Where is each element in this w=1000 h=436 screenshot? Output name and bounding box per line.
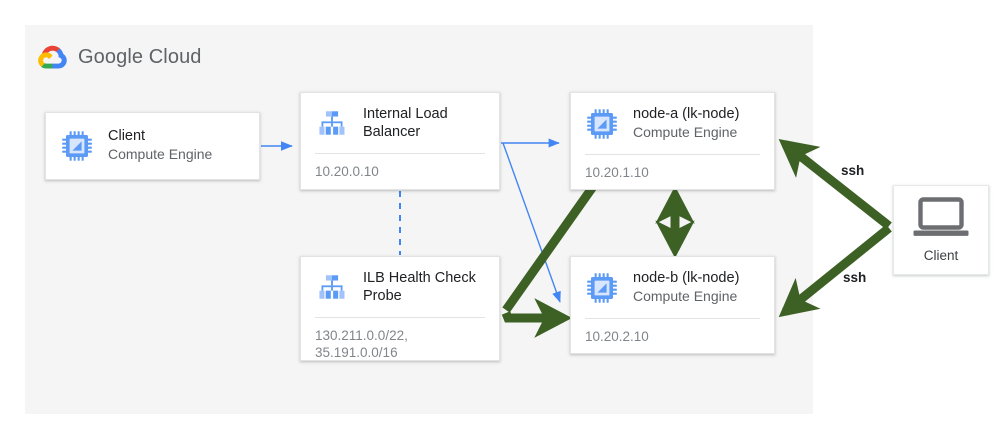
ssh-label-node-a: ssh [841, 163, 865, 178]
card-title: ILB Health Check Probe [363, 270, 476, 304]
node-card-node-a[interactable]: node-a (lk-node) Compute Engine 10.20.1.… [570, 92, 775, 190]
card-ip-address: 10.20.1.10 [585, 165, 649, 180]
card-labels: ILB Health Check Probe [363, 269, 476, 305]
card-labels: Internal Load Balancer [363, 105, 448, 141]
card-subtitle: Compute Engine [108, 146, 213, 162]
brand-word-google: Google [78, 45, 144, 68]
card-header: Client Compute Engine [46, 113, 259, 178]
card-subtitle: Compute Engine [633, 124, 738, 140]
compute-engine-chip-icon [60, 129, 94, 163]
card-ip-ranges: 130.211.0.0/22, 35.191.0.0/16 [315, 328, 408, 360]
card-divider [315, 153, 485, 154]
load-balancer-icon [315, 106, 349, 140]
card-header: node-a (lk-node) Compute Engine [571, 93, 774, 154]
card-ip-address: 10.20.2.10 [585, 329, 649, 344]
card-header: node-b (lk-node) Compute Engine [571, 257, 774, 318]
node-card-ilb-health-check-probe[interactable]: ILB Health Check Probe 130.211.0.0/22, 3… [300, 256, 500, 361]
card-divider [585, 318, 760, 319]
card-labels: Client Compute Engine [108, 127, 212, 164]
card-ip-address: 10.20.0.10 [315, 164, 379, 179]
node-card-client[interactable]: Client Compute Engine [45, 112, 260, 180]
laptop-icon [912, 197, 970, 244]
card-labels: node-a (lk-node) Compute Engine [633, 105, 739, 142]
google-cloud-branding: Google Cloud [38, 42, 202, 72]
card-header: Internal Load Balancer [301, 93, 499, 153]
card-title: Internal Load Balancer [363, 106, 448, 140]
ssh-label-node-b: ssh [843, 270, 867, 285]
card-header: ILB Health Check Probe [301, 257, 499, 317]
google-cloud-logo-icon [38, 42, 68, 72]
brand-word-cloud: Cloud [148, 45, 202, 68]
google-cloud-wordmark: Google Cloud [78, 46, 202, 69]
node-card-external-client[interactable]: Client [893, 185, 989, 275]
compute-engine-chip-icon [585, 271, 619, 305]
card-divider [315, 317, 485, 318]
node-card-node-b[interactable]: node-b (lk-node) Compute Engine 10.20.2.… [570, 256, 775, 354]
external-client-label: Client [923, 248, 959, 263]
node-card-internal-load-balancer[interactable]: Internal Load Balancer 10.20.0.10 [300, 92, 500, 190]
card-title: node-a (lk-node) [633, 106, 740, 122]
compute-engine-chip-icon [585, 107, 619, 141]
card-subtitle: Compute Engine [633, 288, 738, 304]
card-labels: node-b (lk-node) Compute Engine [633, 269, 739, 306]
card-divider [585, 154, 760, 155]
card-title: Client [108, 128, 146, 144]
card-title: node-b (lk-node) [633, 270, 740, 286]
load-balancer-icon [315, 270, 349, 304]
